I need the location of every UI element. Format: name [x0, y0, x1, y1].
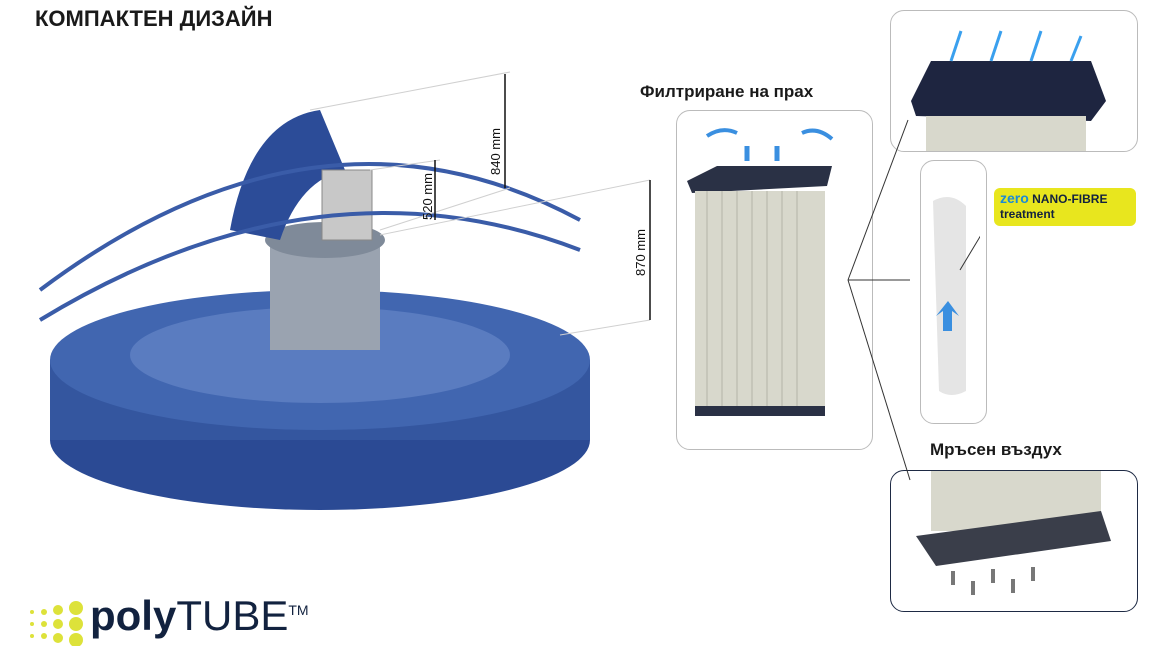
- connector-lines: [847, 119, 980, 481]
- fibre-panel: [920, 160, 987, 424]
- dots-logo-icon: [30, 601, 83, 647]
- logo-bold: poly: [90, 592, 177, 639]
- dust-collector-illustration: [38, 71, 651, 510]
- badge-text: NANO-FIBRE: [1032, 192, 1108, 206]
- dimension-870: 870 mm: [633, 229, 648, 276]
- dimension-520: 520 mm: [420, 173, 435, 220]
- dirty-air-panel: [890, 470, 1138, 612]
- logo-tm: TM: [288, 602, 309, 618]
- page-title: КОМПАКТЕН ДИЗАЙН: [35, 6, 273, 31]
- dimension-840: 840 mm: [488, 128, 503, 175]
- polytube-logo: polyTUBETM: [28, 592, 309, 651]
- dirty-air-label: Мръсен въздух: [930, 440, 1062, 459]
- nozzle-zoom-panel: [890, 10, 1138, 152]
- dust-filtration-label: Филтриране на прах: [640, 82, 814, 101]
- filter-panel: [676, 110, 873, 450]
- logo-light: TUBE: [176, 592, 289, 639]
- filter-cartridge-image: [687, 128, 834, 416]
- badge-subtext: treatment: [1000, 207, 1055, 221]
- zero-brand: zero: [1000, 190, 1029, 206]
